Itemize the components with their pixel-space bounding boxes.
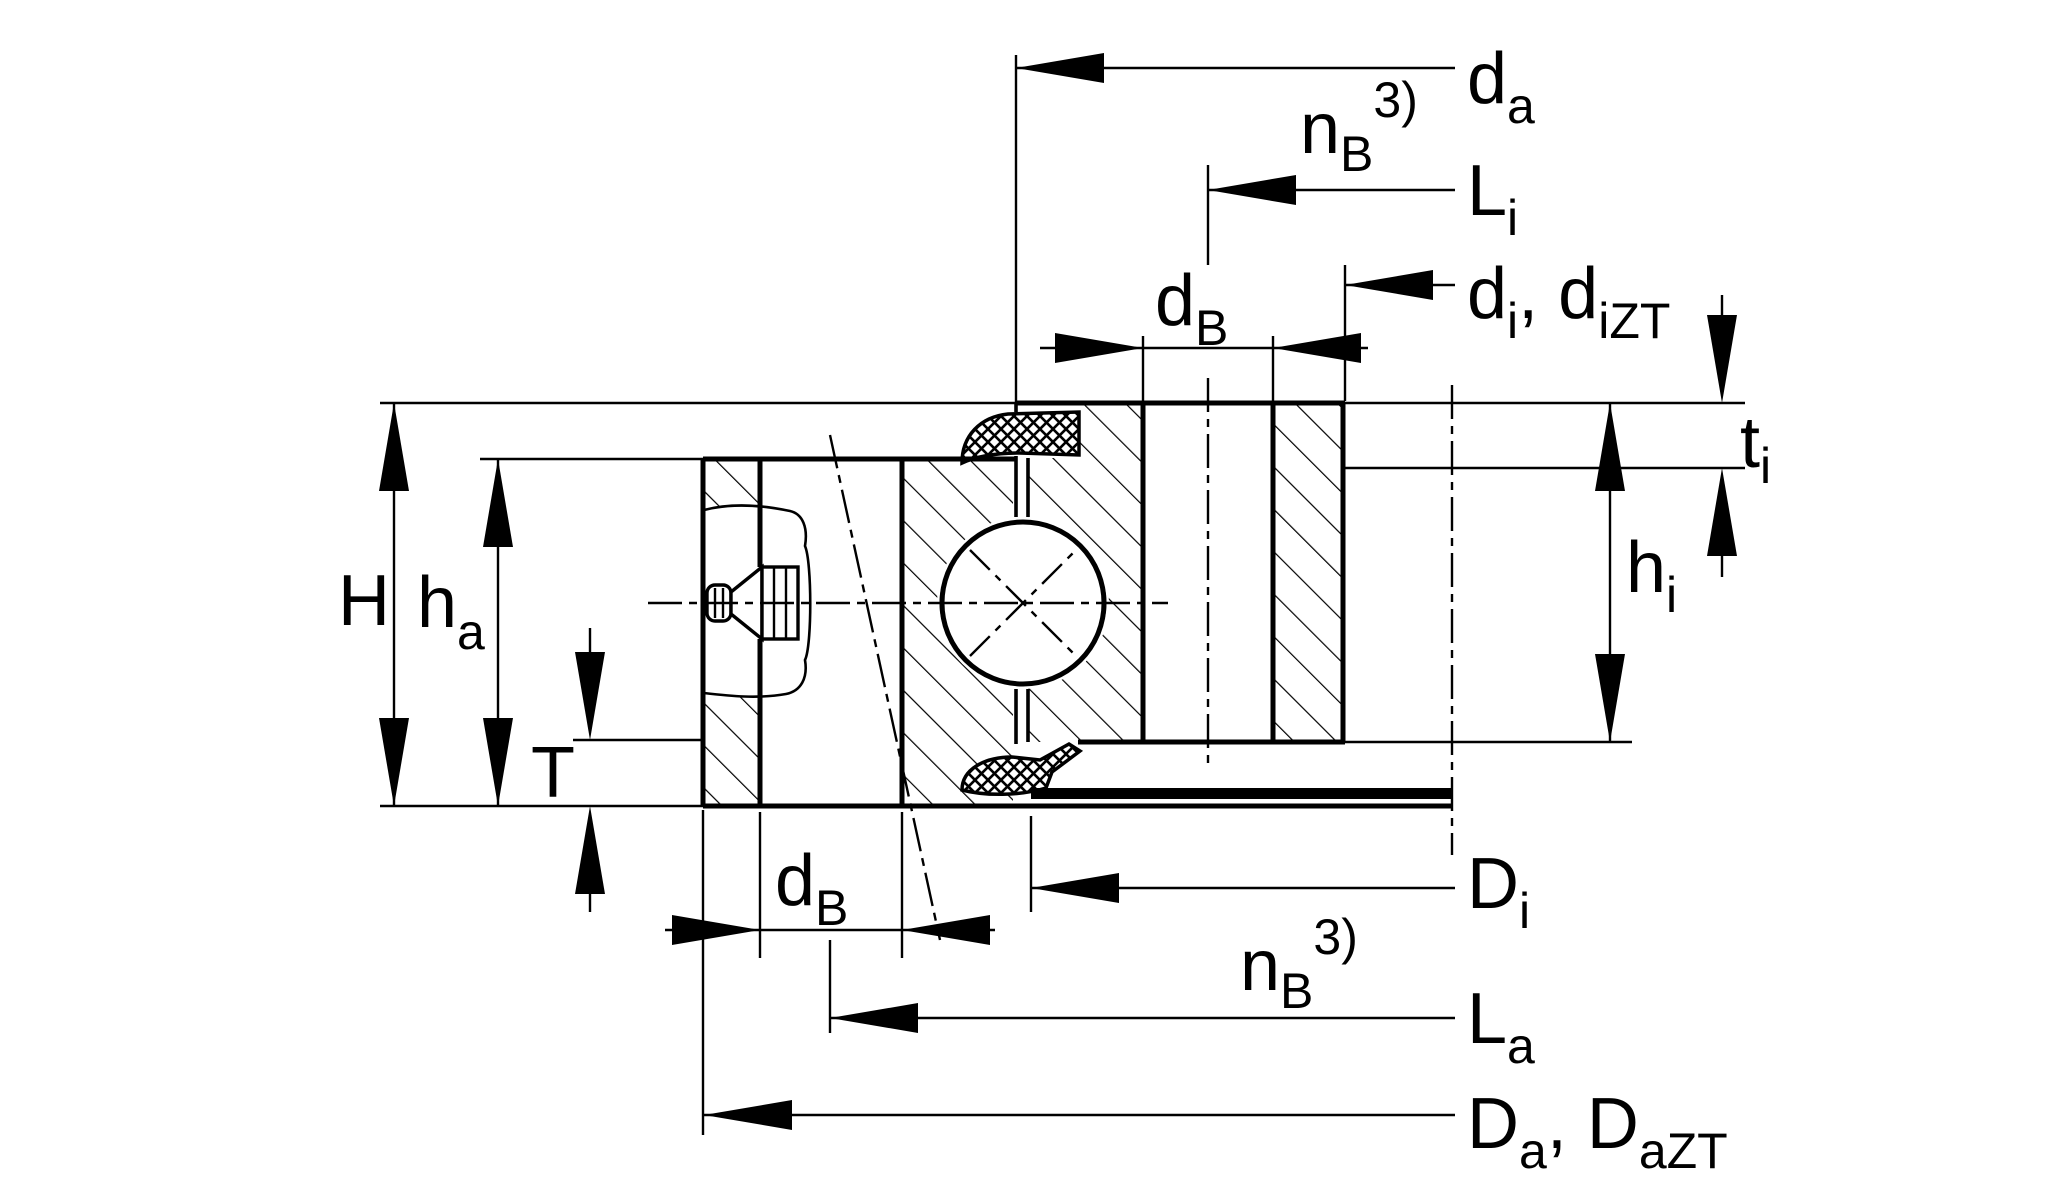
label-di-dizt: di, diZT (1467, 254, 1670, 349)
label-db-top: dB (1155, 261, 1228, 356)
dim-ti: ti (1707, 295, 1771, 577)
label-ti: ti (1740, 403, 1771, 494)
label-H: H (338, 561, 390, 641)
dim-H: H (338, 403, 409, 806)
dim-Di: Di (1029, 816, 1530, 939)
label-La: La (1467, 979, 1535, 1074)
label-da: da (1467, 39, 1535, 134)
label-li: Li (1467, 151, 1518, 246)
dim-Da-DaZT: Da, DaZT (701, 810, 1728, 1179)
dim-li: Li (1206, 151, 1518, 265)
bottom-seal (960, 741, 1084, 796)
dim-T: T (531, 628, 605, 912)
dim-di-dizt: di, diZT (1343, 254, 1670, 401)
label-T: T (531, 733, 575, 813)
dim-hi: hi (1595, 403, 1677, 742)
ball-center-cross (969, 549, 1077, 657)
dim-ha: ha (417, 459, 513, 806)
bottom-plate (1031, 788, 1453, 799)
label-nb-bottom: nB3) (1240, 909, 1358, 1019)
label-db-bottom: dB (775, 841, 848, 936)
dim-db-top: dB (1040, 261, 1368, 401)
label-hi: hi (1626, 528, 1677, 623)
outer-bolt-hole-centerline (828, 434, 942, 941)
label-ha: ha (417, 563, 485, 660)
dim-da: da (1014, 39, 1535, 403)
dim-La: La (830, 979, 1535, 1074)
top-seal (960, 410, 1081, 466)
label-Di: Di (1467, 844, 1530, 939)
structure-outlines (380, 400, 1745, 809)
grease-nipple (702, 504, 812, 698)
ball (939, 519, 1107, 687)
label-Da-DaZT: Da, DaZT (1467, 1084, 1728, 1179)
dim-db-bottom: dB (665, 812, 995, 958)
centerlines (648, 378, 1454, 1033)
label-nb-top: nB3) (1300, 72, 1418, 182)
